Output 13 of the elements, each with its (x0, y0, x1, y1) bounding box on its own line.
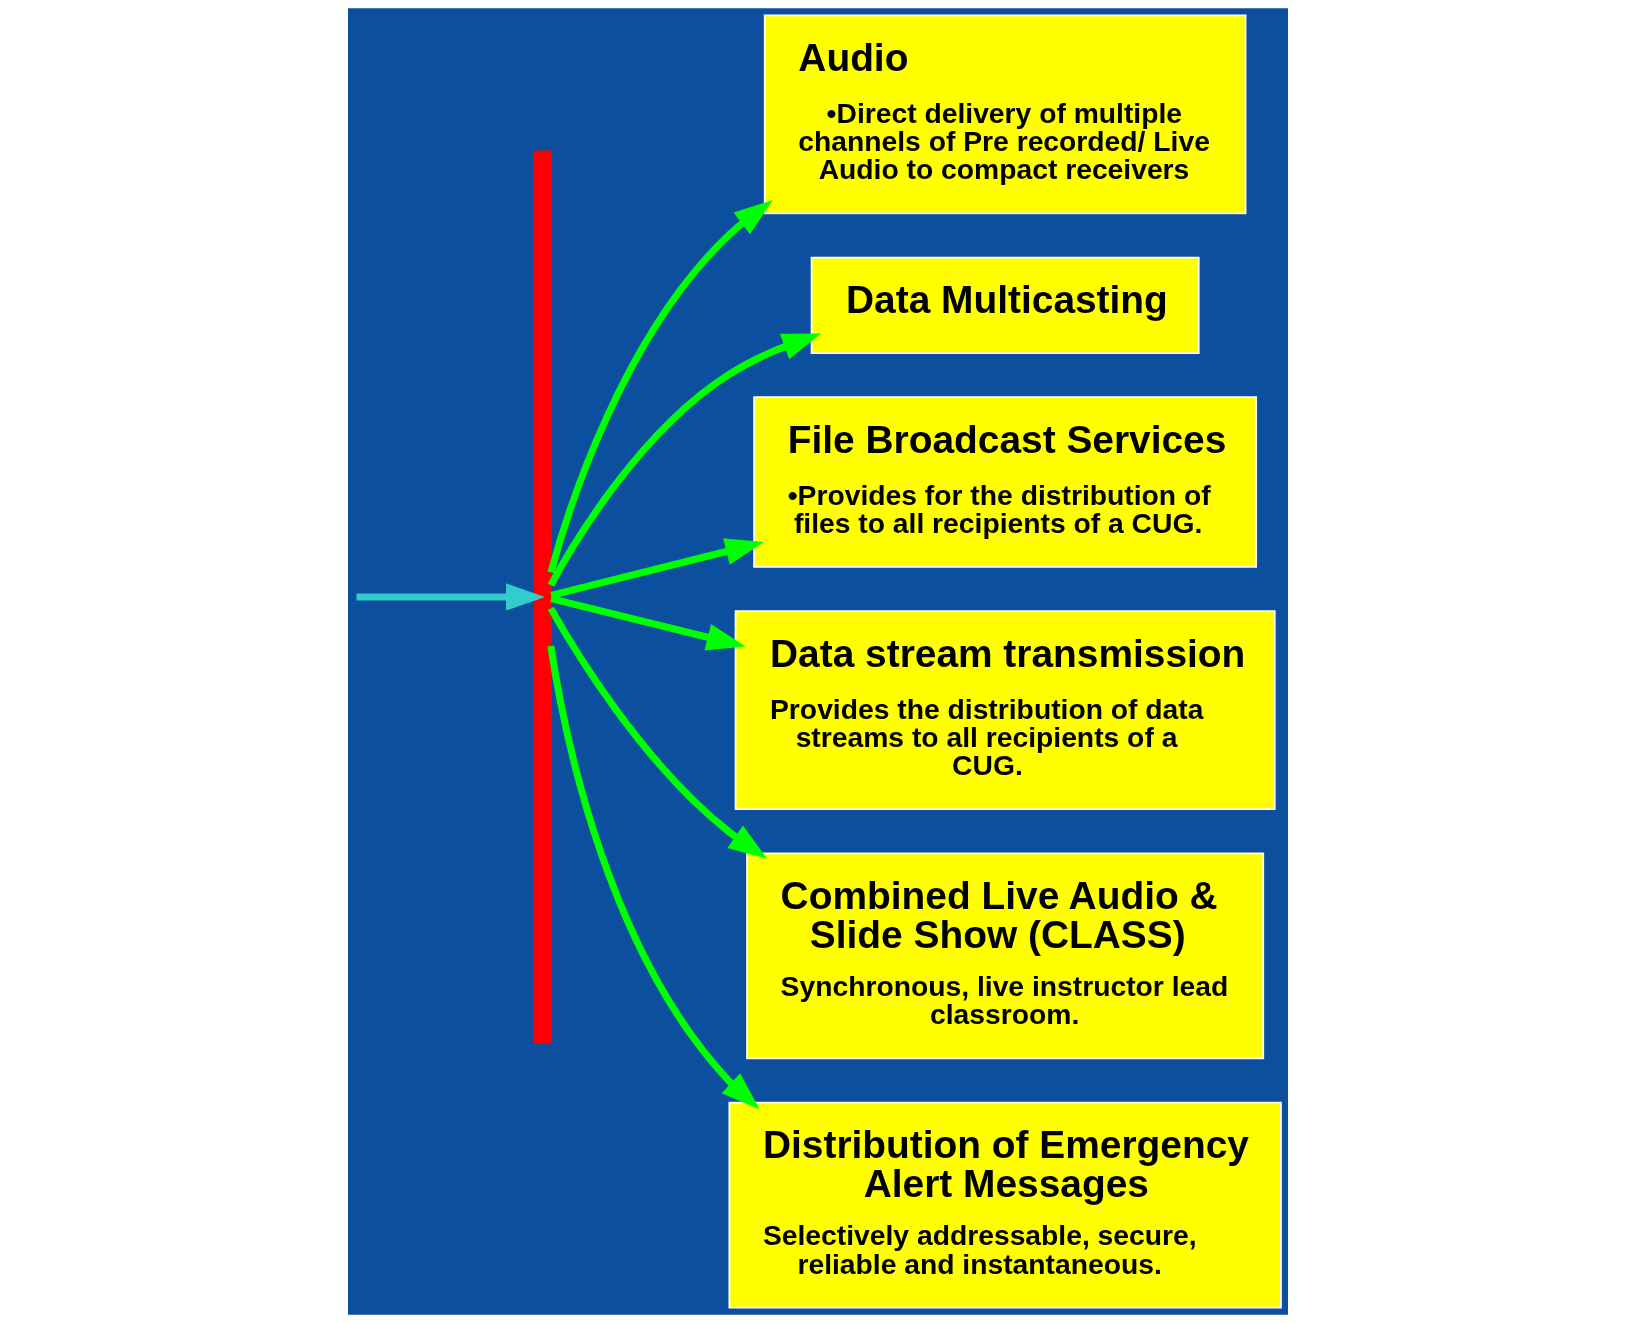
node-box: Audio •Direct delivery of multiple channels of Pre recorded/ Live Audio to compact receivers (763, 14, 1247, 215)
node-box: File Broadcast Services •Provides for the distribution of files to all recipients of a CUG. (753, 396, 1258, 568)
arrow (547, 333, 822, 587)
arrow (547, 645, 760, 1110)
arrow (547, 199, 773, 574)
arrow (550, 595, 746, 651)
node-box: Data stream transmission Provides the distribution of data streams to all recipients of a CUG. (734, 610, 1276, 810)
node-bar (534, 150, 552, 1044)
node-box: Data Multicasting (810, 256, 1200, 354)
arrow (547, 606, 768, 859)
node-box: Distribution of Emergency Alert Messages Selectively addressable, secure, reliable and instantaneous. (728, 1101, 1282, 1309)
arrow (550, 538, 765, 599)
node-box: Combined Live Audio & Slide Show (CLASS) Synchronous, live instructor lead classroom. (746, 852, 1265, 1060)
